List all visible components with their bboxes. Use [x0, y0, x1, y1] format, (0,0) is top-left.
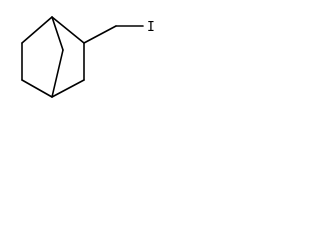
bond-c6-c1 — [51, 16, 85, 44]
bond-c6-ch2 — [83, 25, 117, 44]
bond-bridge-bottom — [51, 49, 64, 98]
bond-c4-c5 — [51, 79, 85, 98]
chemical-structure-diagram: I — [21, 16, 155, 98]
bond-bridge-top — [51, 16, 64, 51]
bond-c3-c4 — [21, 79, 53, 98]
atom-label-iodine: I — [147, 20, 155, 35]
bond-c1-c2 — [21, 16, 53, 44]
